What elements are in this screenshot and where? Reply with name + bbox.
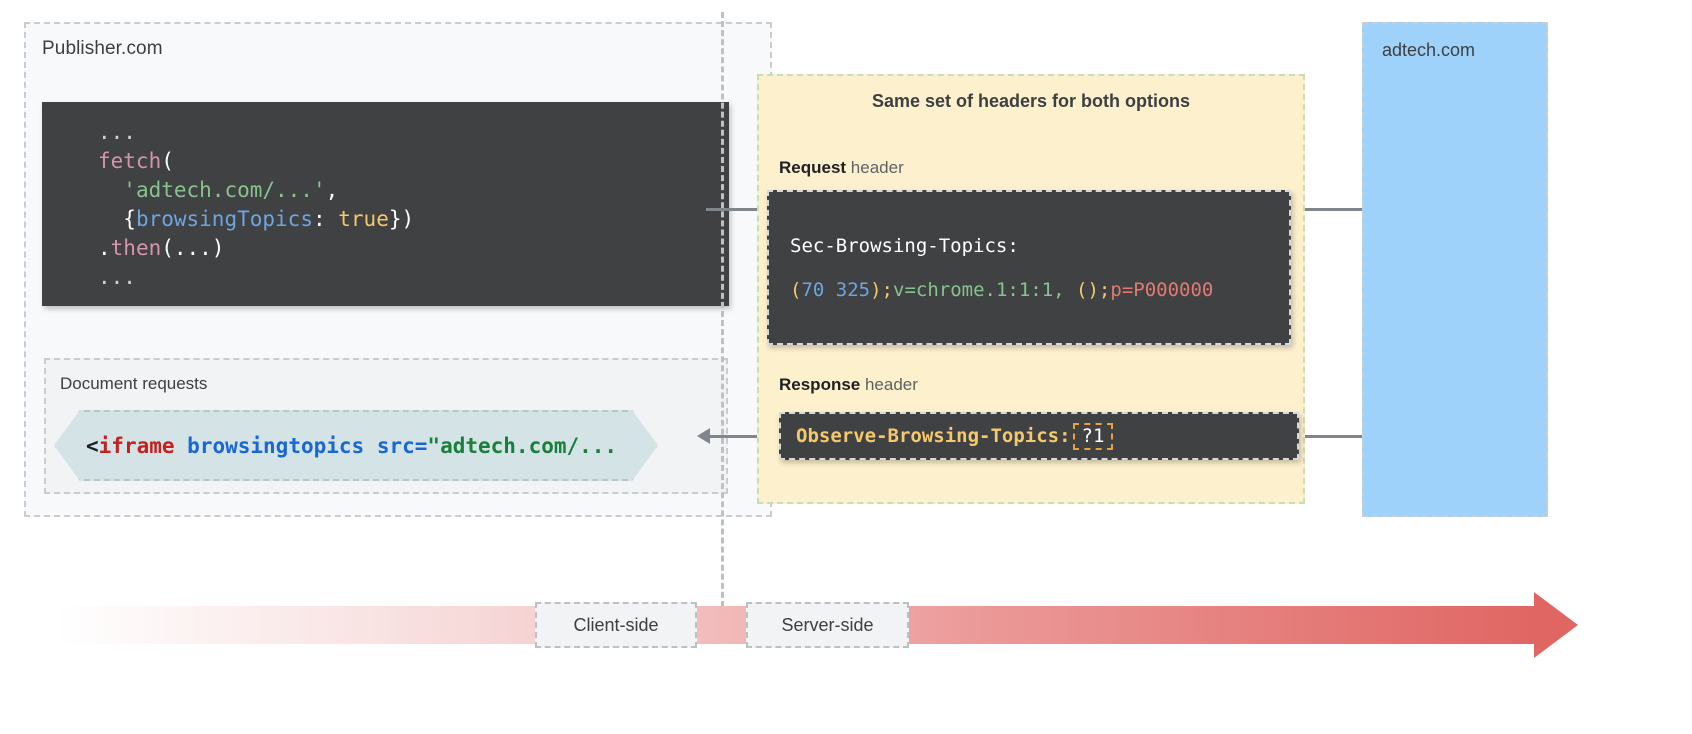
connector-publisher-to-request: [706, 208, 768, 211]
response-caption-bold: Response: [779, 375, 861, 394]
request-header-code-block: Sec-Browsing-Topics: (70 325);v=chrome.1…: [767, 190, 1291, 345]
response-header-code-block: Observe-Browsing-Topics:?1: [779, 412, 1299, 460]
javascript-code-block: ... fetch( 'adtech.com/...', {browsingTo…: [42, 102, 729, 306]
response-header-caption: Response header: [779, 375, 918, 395]
response-header-value-highlight: ?1: [1072, 422, 1114, 450]
request-header-key: Sec-Browsing-Topics:: [790, 235, 1019, 257]
response-header-line: Observe-Browsing-Topics:?1: [781, 422, 1114, 450]
headers-panel-title: Same set of headers for both options: [871, 91, 1191, 111]
timeline-arrow-icon: [1534, 592, 1578, 658]
response-caption-rest: header: [860, 375, 918, 394]
request-header-caption: Request header: [779, 158, 904, 178]
request-caption-bold: Request: [779, 158, 847, 177]
iframe-snippet-shape: <iframe browsingtopics src="adtech.com/.…: [54, 410, 658, 481]
client-side-label: Client-side: [535, 602, 697, 648]
response-header-key: Observe-Browsing-Topics:: [796, 425, 1071, 447]
code-line: .then(...): [98, 236, 225, 260]
publisher-label: Publisher.com: [42, 38, 163, 59]
code-line: fetch(: [98, 149, 174, 173]
document-requests-label: Document requests: [60, 374, 208, 393]
connector-adtech-to-response: [1300, 435, 1390, 438]
code-line: 'adtech.com/...',: [123, 178, 339, 202]
request-caption-rest: header: [846, 158, 904, 177]
request-header-value: (70 325);v=chrome.1:1:1, ();p=P000000: [790, 279, 1214, 301]
iframe-code: <iframe browsingtopics src="adtech.com/.…: [86, 433, 618, 458]
client-server-divider: [721, 12, 724, 616]
connector-request-to-adtech: [1292, 208, 1390, 211]
arrow-left-icon: [697, 428, 710, 444]
code-line: {browsingTopics: true}): [123, 207, 415, 231]
server-side-label: Server-side: [746, 602, 909, 648]
adtech-panel: [1362, 22, 1548, 517]
code-line: ...: [98, 120, 136, 144]
connector-response-to-publisher: [710, 435, 780, 438]
adtech-label: adtech.com: [1382, 40, 1476, 60]
code-line: ...: [98, 265, 136, 289]
